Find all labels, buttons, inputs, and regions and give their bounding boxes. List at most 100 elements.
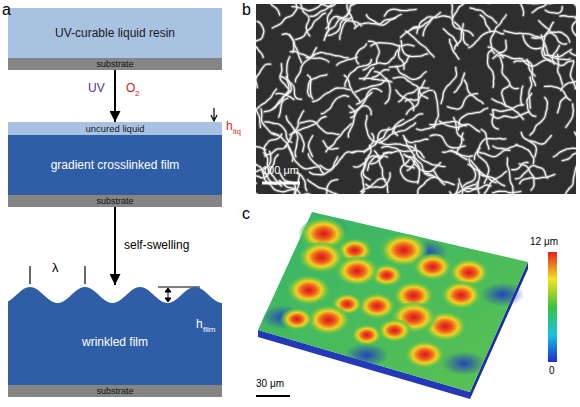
wrinkle-ridge xyxy=(561,81,576,90)
wrinkle-ridge xyxy=(256,102,260,127)
wrinkle-ridge xyxy=(471,161,505,186)
wrinkle-ridge xyxy=(519,164,534,190)
wrinkle-ridge xyxy=(566,104,574,127)
wrinkle-ridge xyxy=(514,4,524,15)
surface-valley xyxy=(442,351,486,375)
wrinkle-ridge xyxy=(451,151,467,160)
wrinkle-ridge xyxy=(492,110,498,129)
wrinkle-ridge xyxy=(344,75,360,102)
surface-peak xyxy=(403,341,447,372)
wavelength-symbol: λ xyxy=(52,261,59,274)
scale-label: 100 μm xyxy=(262,165,299,176)
wrinkle-ridge xyxy=(452,4,473,35)
wrinkle-ridge xyxy=(286,116,298,157)
subscript: film xyxy=(203,326,215,334)
wrinkle-ridge xyxy=(423,19,432,36)
wrinkle-ridge xyxy=(527,60,535,76)
wrinkle-ridge xyxy=(434,91,438,127)
wrinkle-ridge xyxy=(371,152,392,163)
wrinkle-ridge xyxy=(493,145,517,149)
wrinkle-ridge xyxy=(478,150,510,157)
wrinkle-ridge xyxy=(570,62,575,89)
wrinkle-ridge xyxy=(308,136,312,157)
wrinkle-ridge xyxy=(570,52,576,72)
wrinkle-ridge xyxy=(265,122,292,142)
wrinkle-ridge xyxy=(322,4,338,7)
wrinkle-ridge xyxy=(256,21,264,50)
layer-label: UV-curable liquid resin xyxy=(55,27,175,39)
wrinkle-ridge xyxy=(326,10,332,36)
wrinkle-ridge xyxy=(521,86,523,105)
wrinkle-ridge xyxy=(554,148,576,157)
subscript: 2 xyxy=(135,90,139,98)
wrinkle-ridge xyxy=(464,80,483,103)
layer-label: gradient crosslinked film xyxy=(51,159,180,171)
wrinkle-ridge xyxy=(403,136,427,143)
wrinkle-ridge xyxy=(545,7,562,14)
wavelength-tick xyxy=(84,266,85,284)
wrinkle-ridge xyxy=(488,50,494,87)
wrinkle-ridge xyxy=(566,104,574,127)
thickness-symbol: h xyxy=(226,120,233,132)
wrinkle-ridge xyxy=(545,86,571,100)
resin-layer: UV-curable liquid resin xyxy=(8,8,222,58)
wrinkle-ridge xyxy=(393,114,423,134)
wrinkle-ridge xyxy=(351,4,377,5)
wrinkle-ridge xyxy=(267,4,279,15)
wrinkle-ridge xyxy=(545,7,562,14)
wrinkle-ridge xyxy=(366,14,400,25)
wrinkle-ridge xyxy=(375,72,390,104)
wrinkle-ridge xyxy=(459,170,479,192)
wrinkle-ridge xyxy=(530,97,547,135)
wrinkle-ridge xyxy=(406,31,434,57)
wrinkle-ridge xyxy=(364,78,392,82)
surface-valley xyxy=(481,283,525,307)
wrinkle-ridge xyxy=(256,89,276,110)
wrinkle-ridge xyxy=(493,191,521,193)
wrinkle-ridge xyxy=(504,31,541,38)
wrinkle-ridge xyxy=(389,56,409,67)
wrinkle-ridge xyxy=(403,136,427,143)
wrinkle-ridge xyxy=(331,191,364,194)
wrinkle-ridge xyxy=(481,129,488,149)
colorbar-label: 12 μm xyxy=(530,237,558,247)
wrinkle-ridge xyxy=(396,66,426,79)
wrinkle-ridge xyxy=(257,194,268,195)
substrate-layer: substrate xyxy=(8,195,222,207)
thickness-symbol: h xyxy=(196,318,203,330)
wrinkle-ridge xyxy=(296,13,325,39)
liquid-layer: uncured liquid xyxy=(8,122,222,135)
wrinkle-ridge xyxy=(507,158,513,194)
substrate-layer: substrate xyxy=(8,385,222,397)
light-label: UV xyxy=(88,82,105,94)
wrinkle-ridge xyxy=(367,156,387,170)
wrinkle-ridge xyxy=(366,116,380,143)
wrinkle-ridge xyxy=(313,88,350,102)
wrinkle-ridge xyxy=(458,108,487,129)
wrinkle-ridge xyxy=(337,57,357,65)
wrinkle-ridge xyxy=(256,89,276,110)
wrinkle-ridge xyxy=(562,132,576,160)
wrinkle-ridge xyxy=(306,52,348,57)
wrinkle-ridge xyxy=(302,194,338,195)
wrinkle-ridge xyxy=(308,136,312,157)
wrinkle-ridge xyxy=(401,41,428,57)
wrinkle-ridge xyxy=(361,179,385,192)
wrinkle-ridge xyxy=(296,13,325,39)
surface-peak xyxy=(280,308,314,332)
subscript: liq xyxy=(233,128,241,136)
scale-bar xyxy=(256,395,290,397)
wrinkle-ridge xyxy=(493,105,523,112)
wrinkle-ridge xyxy=(320,152,355,170)
process-arrow xyxy=(114,207,116,285)
micrograph-background xyxy=(256,4,576,194)
wrinkle-ridge xyxy=(347,4,356,26)
wrinkle-ridge xyxy=(558,97,567,113)
wrinkle-ridge xyxy=(265,146,287,156)
wrinkle-ridge xyxy=(414,156,419,183)
wrinkle-ridge xyxy=(469,31,504,48)
wrinkle-ridge xyxy=(527,94,536,117)
wrinkle-ridge xyxy=(451,151,467,160)
wrinkle-ridge xyxy=(290,35,294,53)
layer-label: uncured liquid xyxy=(85,124,144,134)
